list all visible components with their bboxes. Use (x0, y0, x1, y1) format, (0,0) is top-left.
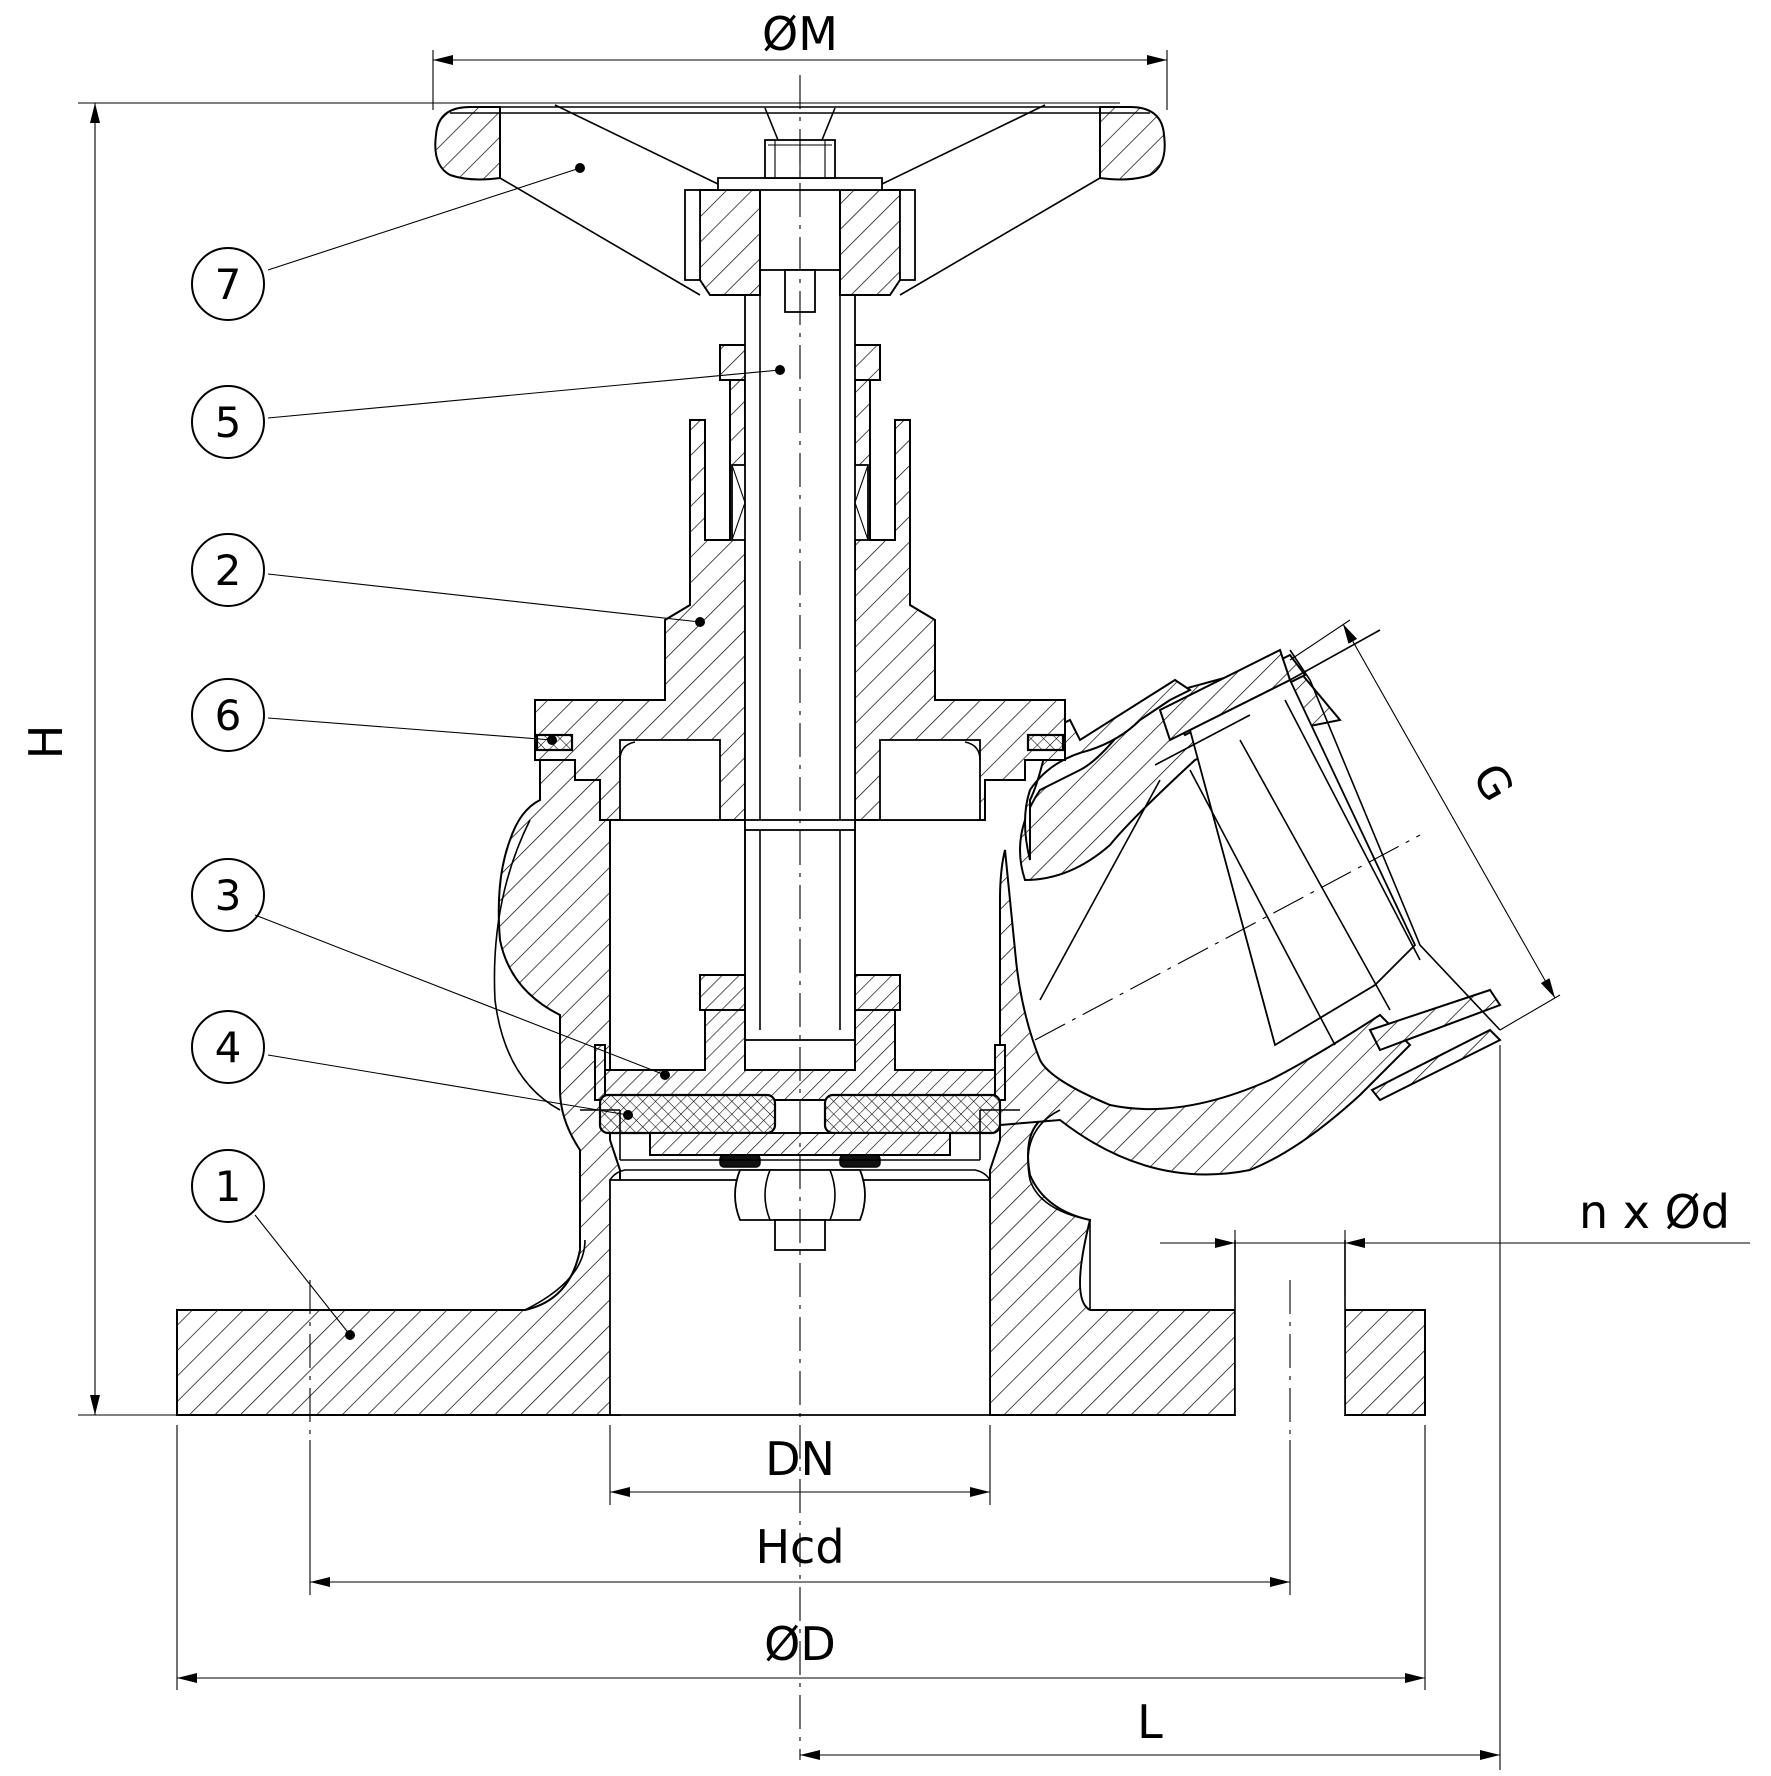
callout-3-number: 3 (215, 871, 242, 920)
callout-6-number: 6 (215, 691, 242, 740)
callout-6: 6 (191, 678, 265, 752)
callout-2: 2 (191, 533, 265, 607)
gasket-part-6 (535, 733, 1065, 752)
callout-1-number: 1 (215, 1162, 242, 1211)
callout-7: 7 (191, 247, 265, 321)
stem-part-5 (744, 269, 856, 1041)
callout-4-number: 4 (215, 1023, 242, 1072)
callout-4: 4 (191, 1010, 265, 1084)
centerlines (309, 75, 1421, 1760)
dim-label-nxd: n x Ød (1579, 1185, 1730, 1239)
dim-label-M: ØM (762, 7, 838, 61)
seat-seal-part-4 (580, 1093, 1020, 1251)
dim-label-D: ØD (764, 1617, 836, 1671)
dim-label-L: L (1137, 1695, 1163, 1749)
disc-part-3 (594, 974, 1006, 1101)
callout-leaders (254, 163, 785, 1340)
callout-5: 5 (191, 385, 265, 459)
dim-label-G: G (1462, 755, 1523, 810)
callout-1: 1 (191, 1149, 265, 1223)
callout-2-number: 2 (215, 546, 242, 595)
dimension-labels: ØM H G n x Ød DN Hcd ØD L (19, 7, 1730, 1749)
callout-circles: 7 5 2 6 3 4 1 (191, 247, 265, 1223)
callout-3: 3 (191, 858, 265, 932)
dim-label-H: H (19, 725, 73, 760)
dim-label-Hcd: Hcd (755, 1520, 844, 1574)
callout-5-number: 5 (215, 398, 242, 447)
dimension-lines (78, 50, 1750, 1770)
callout-7-number: 7 (215, 260, 242, 309)
dim-label-DN: DN (765, 1432, 835, 1486)
